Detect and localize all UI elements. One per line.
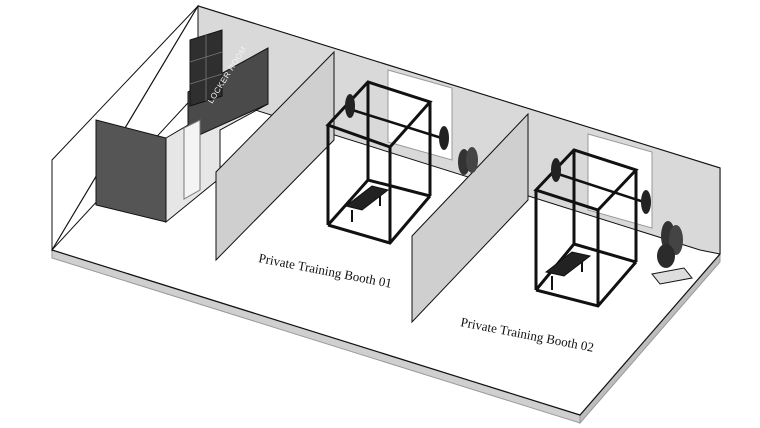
booth-2-equipment: [533, 133, 693, 308]
locker-room: LOCKER ROOM: [95, 29, 269, 224]
partition-wall-1: [215, 50, 335, 262]
booth-1-equipment: [325, 69, 478, 245]
partition-wall-2: [411, 112, 529, 324]
